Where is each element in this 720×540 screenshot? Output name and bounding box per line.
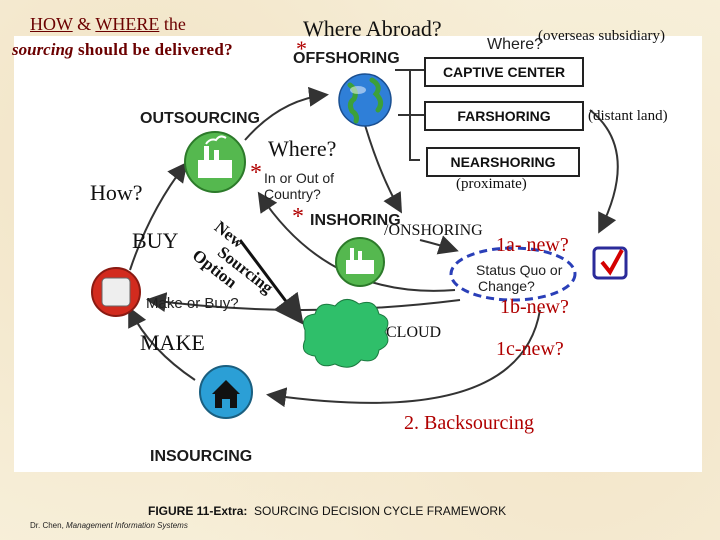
checkbox-icon	[592, 246, 628, 280]
title-the: the	[159, 14, 186, 34]
page-title: HOW & WHERE the	[30, 14, 186, 35]
where-abroad-star: *	[296, 36, 307, 61]
where-q-small: Where?	[487, 36, 544, 53]
inshoring-label: INSHORING	[310, 212, 401, 229]
cloud-shape	[302, 299, 389, 368]
in-or-out-line2: Country?	[264, 186, 321, 202]
title-how: HOW	[30, 14, 73, 34]
onshoring-label: /ONSHORING	[384, 222, 483, 239]
status-quo-line1: Status Quo or	[476, 262, 563, 278]
where-abroad-title: Where Abroad?	[303, 16, 442, 41]
arrow-question-to-outsourcing	[129, 161, 188, 271]
subtitle-rest: should be delivered?	[73, 40, 233, 59]
footer-course: Management Information Systems	[66, 521, 188, 530]
status-quo-line2: Change?	[478, 278, 535, 294]
outsourcing-label: OUTSOURCING	[140, 110, 260, 127]
make-or-buy-label: Make or Buy?	[146, 295, 239, 312]
farshoring-box: FARSHORING	[424, 101, 584, 131]
nearshoring-label: NEARSHORING	[450, 154, 556, 170]
status-quo-oval	[449, 246, 577, 302]
where-center-title: Where?	[268, 136, 337, 161]
figure-caption: FIGURE 11-Extra: SOURCING DECISION CYCLE…	[148, 504, 506, 518]
inshoring-star: *	[292, 204, 304, 230]
arrow-boxes-to-status	[589, 109, 619, 234]
new-1b-label: 1b-new?	[500, 296, 569, 318]
new-1c-label: 1c-new?	[496, 338, 564, 360]
arrow-insourcing-to-make	[128, 306, 196, 381]
in-or-out-line1: In or Out of	[264, 170, 335, 186]
proximate-note: (proximate)	[456, 176, 527, 192]
footer-credit: Dr. Chen, Management Information Systems	[30, 521, 188, 530]
page-subtitle: sourcing should be delivered?	[12, 40, 233, 60]
buy-label: BUY	[132, 228, 179, 253]
farshoring-label: FARSHORING	[457, 108, 551, 124]
globe-icon	[338, 73, 392, 127]
arrow-outsourcing-to-globe	[244, 86, 329, 141]
make-label: MAKE	[140, 330, 205, 355]
nearshoring-box: NEARSHORING	[426, 147, 580, 177]
question-icon	[91, 267, 141, 317]
subtitle-sourcing: sourcing	[12, 40, 74, 59]
backsourcing-label: 2. Backsourcing	[404, 412, 534, 434]
new-1a-label: 1a- new?	[496, 234, 569, 256]
distant-note: (distant land)	[588, 108, 668, 124]
inshoring-factory-icon	[335, 237, 385, 287]
captive-center-label: CAPTIVE CENTER	[442, 64, 566, 80]
footer-author: Dr. Chen,	[30, 521, 67, 530]
how-label: How?	[90, 180, 143, 205]
overseas-note: (overseas subsidiary)	[538, 28, 666, 44]
in-or-out-question: In or Out of Country?	[264, 170, 334, 202]
house-icon	[199, 365, 253, 419]
arrow-new-sourcing-to-cloud	[238, 239, 304, 325]
status-quo-question: Status Quo or Change?	[476, 262, 562, 294]
arrow-inshoring-to-status	[419, 235, 459, 255]
insourcing-label: INSOURCING	[150, 448, 253, 465]
where-center-star: *	[250, 160, 262, 186]
arrow-globe-down	[364, 124, 402, 214]
cloud-label: CLOUD	[386, 324, 442, 341]
figure-caption-text: SOURCING DECISION CYCLE FRAMEWORK	[247, 504, 507, 518]
title-amp: &	[72, 14, 96, 34]
offshoring-label: OFFSHORING	[293, 50, 400, 67]
arrow-status-to-insourcing	[266, 309, 541, 408]
figure-caption-prefix: FIGURE 11-Extra:	[148, 504, 248, 518]
title-where: WHERE	[95, 14, 160, 34]
captive-center-box: CAPTIVE CENTER	[424, 57, 584, 87]
outsourcing-factory-icon	[184, 131, 246, 193]
